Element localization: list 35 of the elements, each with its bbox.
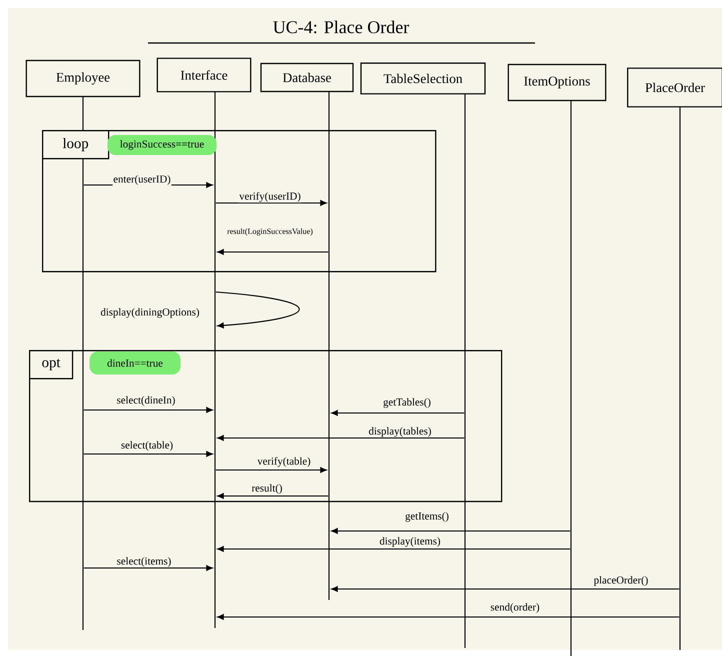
edge-label: enter(userID) bbox=[112, 174, 172, 186]
edge-label: select(items) bbox=[116, 556, 172, 568]
message-arrow bbox=[217, 493, 328, 499]
message-arrow bbox=[217, 614, 680, 620]
message-arrow bbox=[217, 435, 464, 441]
message-arrow bbox=[331, 586, 680, 592]
message-arrow bbox=[216, 200, 327, 206]
edge-label: verify(table) bbox=[256, 456, 312, 468]
message-arrow bbox=[331, 410, 464, 416]
edge-label: display(diningOptions) bbox=[100, 307, 200, 318]
guard-condition: loginSuccess==true bbox=[107, 135, 217, 155]
edge-label: verify(userID) bbox=[238, 191, 302, 203]
participant-box: Employee bbox=[26, 60, 140, 98]
title: UC-4: Place Order bbox=[273, 20, 410, 34]
message-arrow bbox=[84, 451, 213, 457]
message-arrow bbox=[217, 249, 328, 255]
message-arrow bbox=[84, 407, 213, 413]
message-arrow bbox=[84, 565, 213, 571]
lifeline bbox=[464, 94, 466, 648]
lifeline bbox=[679, 107, 681, 650]
guard-condition: dineIn==true bbox=[90, 352, 180, 374]
message-arrow bbox=[217, 546, 570, 552]
participant-box: PlaceOrder bbox=[627, 68, 722, 108]
edge-label: select(dineIn) bbox=[116, 396, 176, 406]
participant-box: Database bbox=[260, 62, 354, 92]
participant-box: TableSelection bbox=[360, 62, 486, 94]
edge-label: placeOrder() bbox=[593, 576, 649, 586]
message-arrow bbox=[331, 528, 570, 534]
message-arrow bbox=[216, 467, 327, 473]
lifeline bbox=[82, 96, 84, 630]
participant-box: Interface bbox=[156, 58, 252, 92]
self-message-arrow bbox=[216, 291, 300, 328]
edge-label: result(LoginSuccessValue) bbox=[226, 228, 314, 236]
participant-box: ItemOptions bbox=[508, 64, 606, 102]
lifeline bbox=[570, 101, 572, 656]
